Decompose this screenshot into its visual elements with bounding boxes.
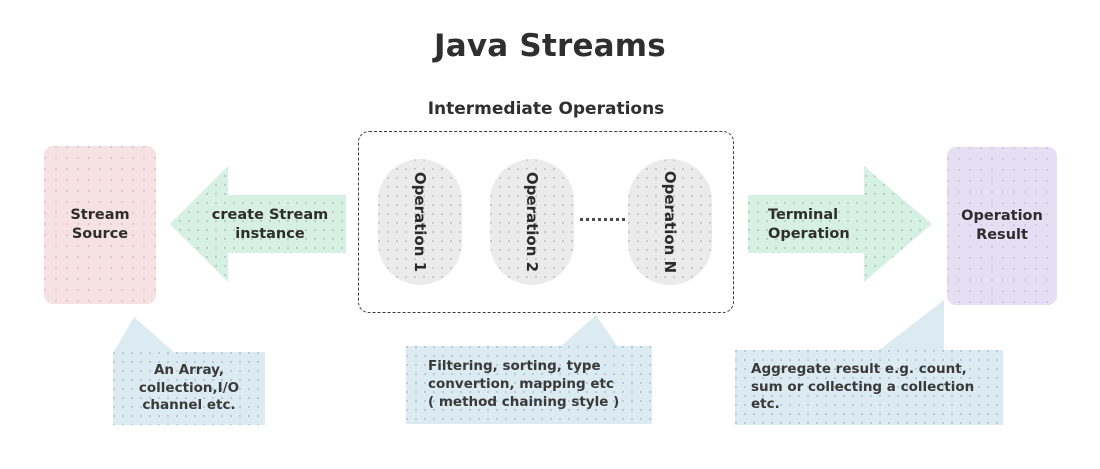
callout-source-text: An Array, collection,I/O channel etc. — [138, 361, 240, 414]
callout-intermediate-text: Filtering, sorting, type convertion, map… — [428, 358, 620, 410]
page-title: Java Streams — [434, 28, 666, 64]
operation-result-label: Operation Result — [961, 207, 1043, 243]
callout-source-tail-icon — [113, 317, 175, 353]
callout-intermediate-tail-icon — [560, 315, 618, 347]
callout-intermediate: Filtering, sorting, type convertion, map… — [406, 346, 652, 424]
stream-source-box: Stream Source — [44, 146, 156, 304]
stream-source-label: Stream Source — [70, 206, 130, 242]
operation-pill-2-label: Operation 2 — [523, 171, 541, 273]
callout-terminal-tail-icon — [878, 300, 944, 351]
operation-pill-n-label: Operation N — [661, 170, 679, 274]
callout-terminal: Aggregate result e.g. count, sum or coll… — [735, 350, 1003, 425]
operation-pill-n: Operation N — [628, 159, 712, 285]
operation-pill-1-label: Operation 1 — [411, 171, 429, 273]
operation-result-box: Operation Result — [947, 147, 1057, 305]
operation-pill-1: Operation 1 — [378, 159, 462, 285]
intermediate-operations-heading: Intermediate Operations — [427, 99, 665, 119]
callout-terminal-text: Aggregate result e.g. count, sum or coll… — [751, 360, 975, 413]
create-stream-arrow-label: create Stream instance — [211, 207, 329, 242]
intermediate-operations-container — [358, 131, 734, 313]
ellipsis-dots-icon — [580, 218, 625, 221]
operation-pill-2: Operation 2 — [490, 159, 574, 285]
terminal-operation-arrow-label: Terminal Operation — [768, 207, 850, 242]
callout-source: An Array, collection,I/O channel etc. — [113, 352, 265, 425]
